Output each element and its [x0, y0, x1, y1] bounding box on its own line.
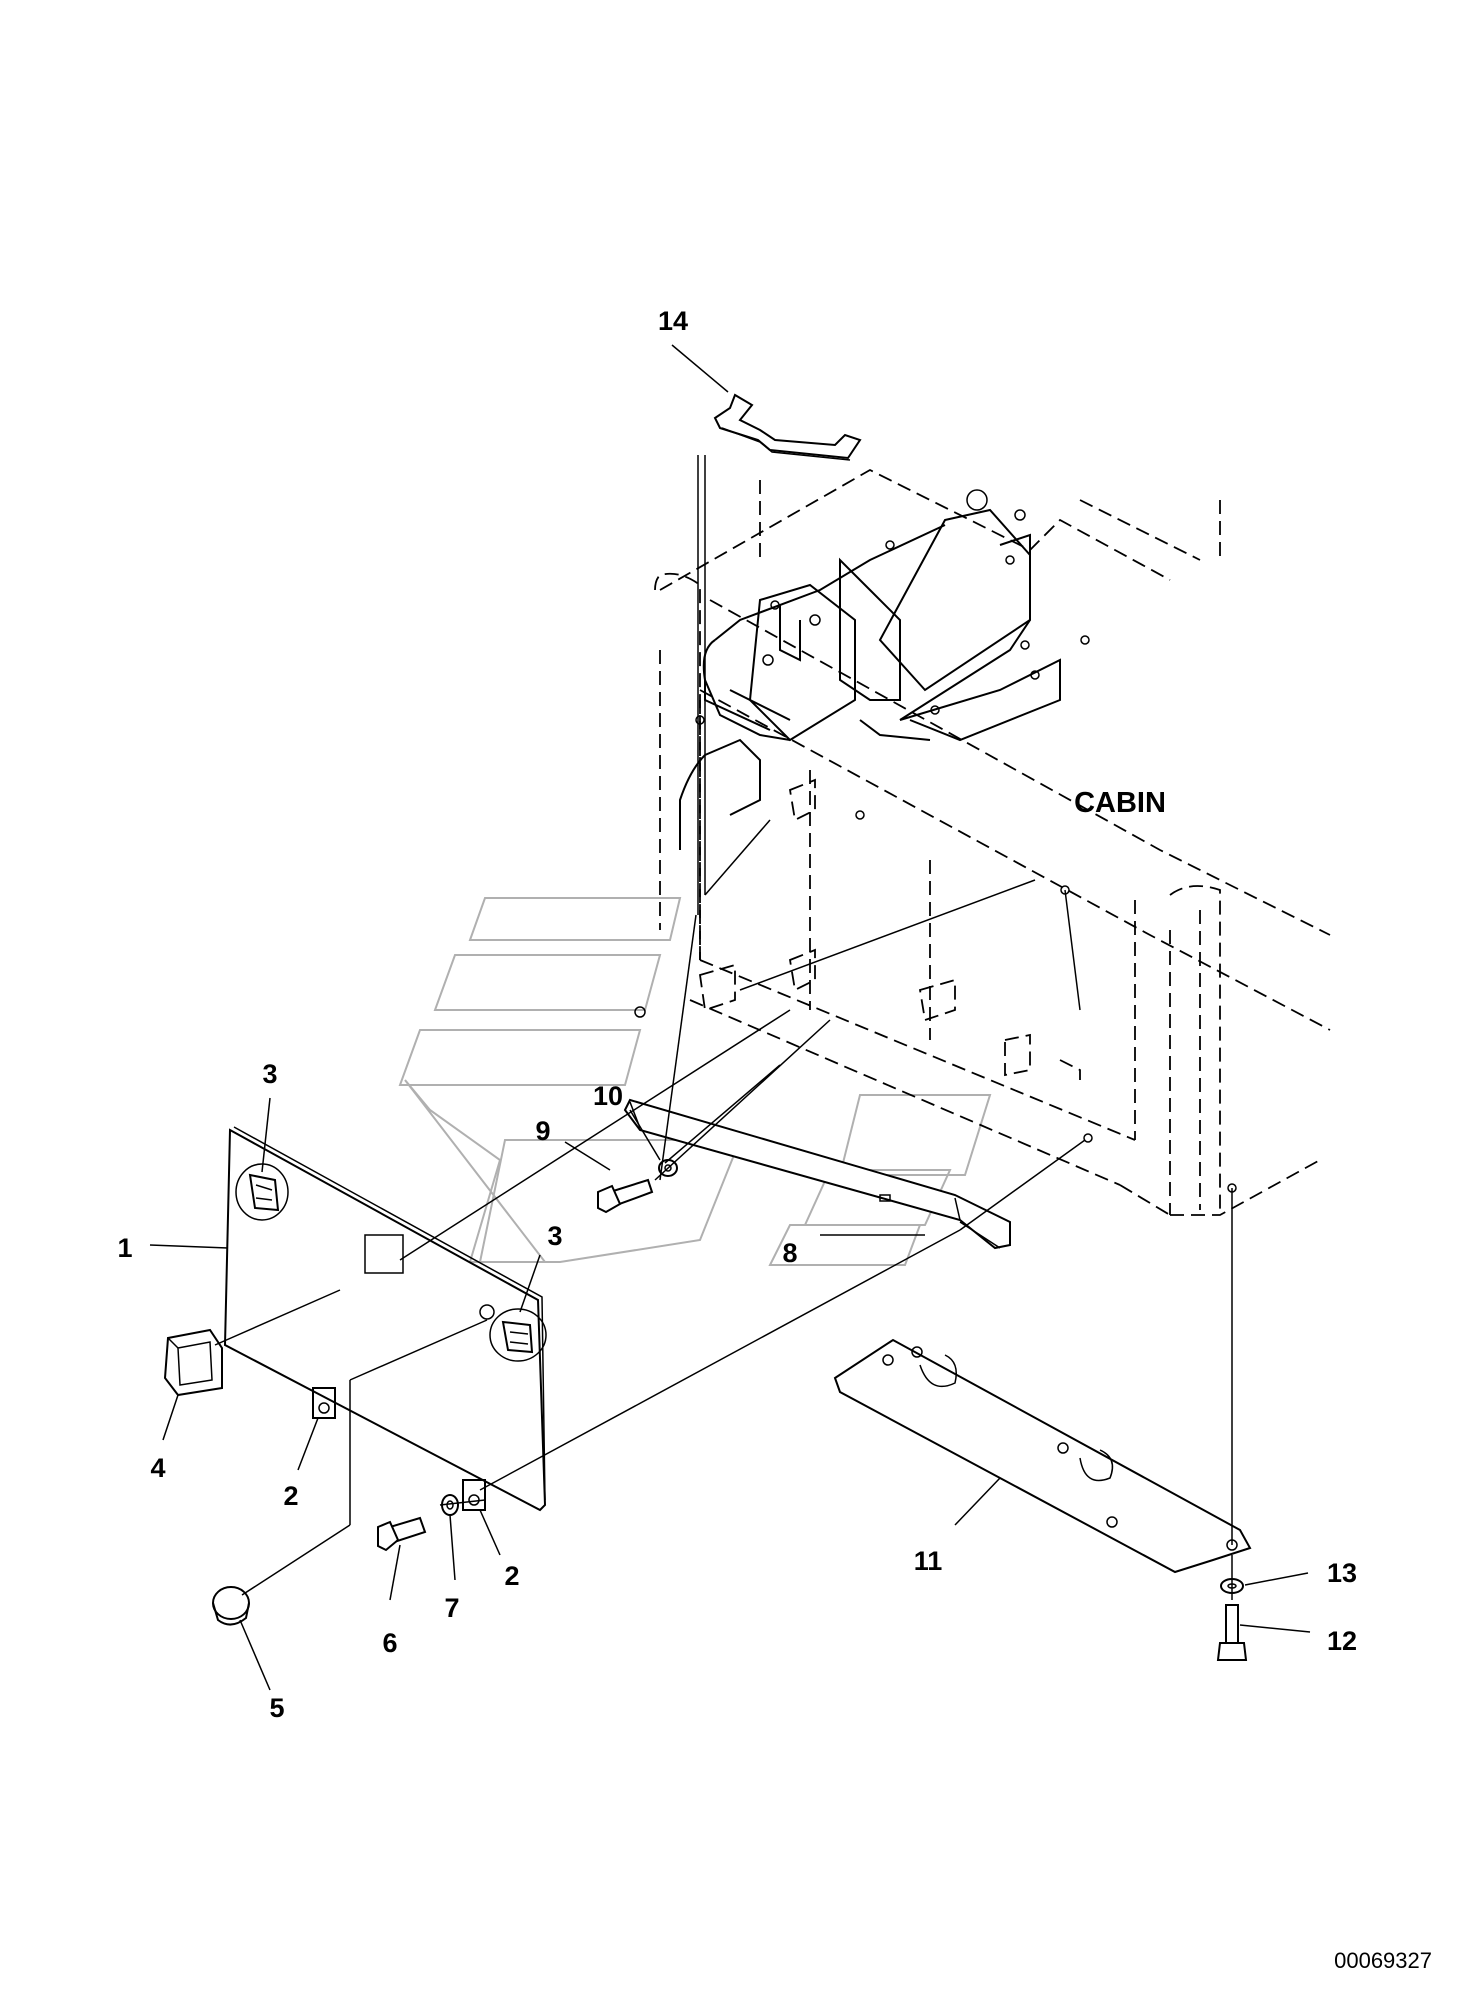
part-9-bolt — [597, 1178, 654, 1214]
assembly-lines — [214, 455, 1233, 1600]
callout-14: 14 — [658, 306, 688, 336]
part-6-bolt — [377, 1516, 427, 1552]
part-1-panel — [223, 1126, 547, 1512]
callout-leaders — [149, 344, 1311, 1691]
upper-frame-assembly — [679, 508, 1061, 850]
part-14-handle — [713, 393, 862, 461]
callout-1: 1 — [117, 1233, 132, 1263]
callout-7: 7 — [444, 1593, 459, 1623]
callout-3: 3 — [547, 1221, 562, 1251]
callout-2: 2 — [504, 1561, 519, 1591]
callout-9: 9 — [535, 1116, 550, 1146]
callout-2: 2 — [283, 1481, 298, 1511]
part-11-plate — [833, 1338, 1252, 1574]
callout-11: 11 — [914, 1546, 943, 1576]
part-5-plug — [212, 1586, 250, 1626]
callout-4: 4 — [150, 1453, 165, 1483]
watermark-logo — [398, 897, 992, 1266]
callout-10: 10 — [593, 1081, 623, 1111]
callout-8: 8 — [782, 1238, 797, 1268]
callout-13: 13 — [1327, 1558, 1357, 1588]
callout-5: 5 — [269, 1693, 284, 1723]
cabin-label: CABIN — [1074, 787, 1166, 819]
part-4-grip — [163, 1328, 223, 1397]
callout-6: 6 — [382, 1628, 397, 1658]
callout-12: 12 — [1327, 1626, 1357, 1656]
part-12-bolt — [1216, 1604, 1248, 1661]
callout-3: 3 — [262, 1059, 277, 1089]
document-id: 00069327 — [1334, 1948, 1432, 1973]
